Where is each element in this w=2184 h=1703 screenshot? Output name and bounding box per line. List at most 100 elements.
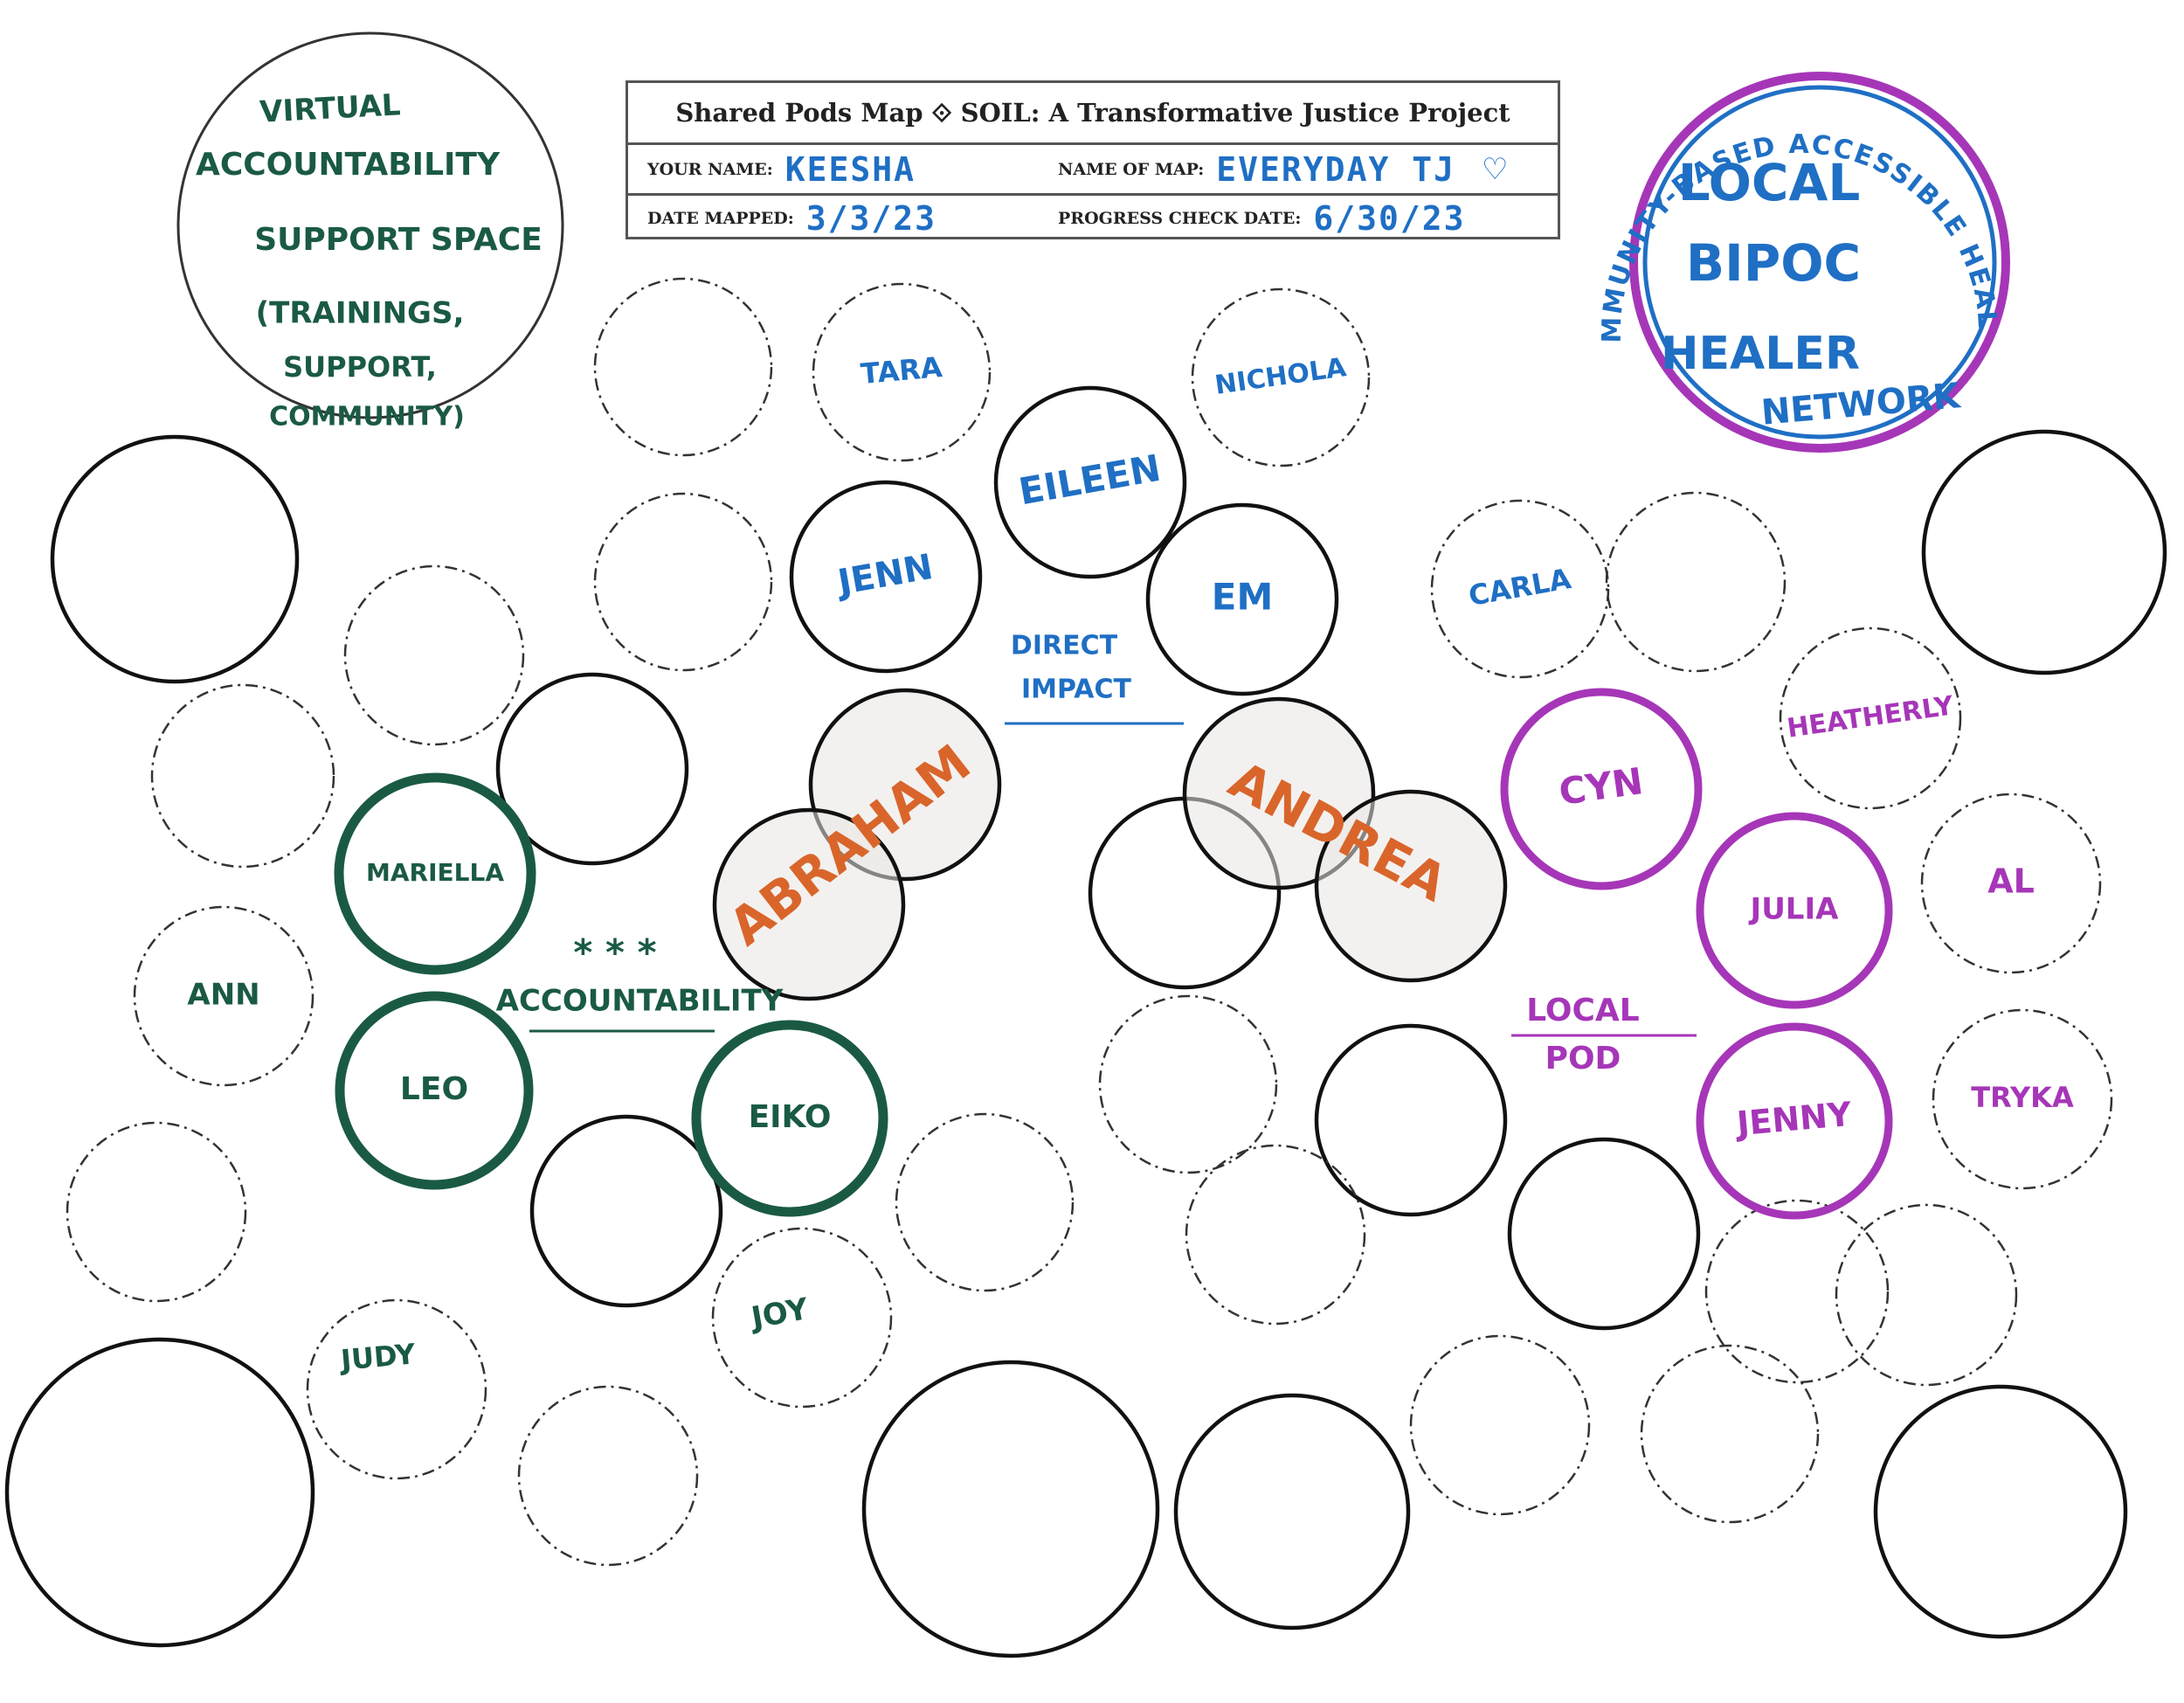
- person-name-eiko: EIKO: [749, 1099, 832, 1135]
- local-pod-label-line1: LOCAL: [1526, 993, 1639, 1028]
- person-name-tryka: TRYKA: [1971, 1081, 2074, 1114]
- virtual-accountability-line-5: SUPPORT,: [283, 350, 437, 384]
- impact-circle-abraham-2: [712, 807, 906, 1001]
- empty-solid-circle: [1873, 1384, 2128, 1639]
- person-circle-eileen: [993, 385, 1187, 579]
- circle-layer: [4, 31, 2167, 1658]
- direct-impact-label-line1: DIRECT: [1011, 631, 1118, 661]
- empty-dashed-circle: [150, 683, 335, 869]
- date-mapped-label: DATE MAPPED:: [647, 208, 794, 228]
- person-name-ann: ANN: [187, 978, 259, 1013]
- person-name-jenny: JENNY: [1733, 1095, 1854, 1144]
- empty-solid-circle: [4, 1337, 315, 1648]
- person-circle-jenn: [789, 480, 983, 674]
- person-circle-eiko: [691, 1020, 888, 1217]
- empty-dashed-circle: [1640, 1344, 1820, 1524]
- person-circle-carla: [1430, 499, 1610, 679]
- person-name-joy: JOY: [747, 1291, 811, 1336]
- person-circle-tara: [812, 282, 992, 462]
- person-circle-mariella: [334, 772, 536, 975]
- person-circle-judy: [306, 1298, 487, 1480]
- healer-network-line-3: HEALER: [1661, 328, 1860, 380]
- empty-dashed-circle: [343, 564, 525, 746]
- empty-solid-circle: [50, 434, 300, 684]
- empty-dashed-circle: [1835, 1203, 2018, 1387]
- empty-solid-circle: [1173, 1393, 1411, 1630]
- healer-network-circle: [1629, 72, 2010, 453]
- empty-solid-circle: [529, 1114, 723, 1308]
- person-name-leo: LEO: [400, 1071, 468, 1107]
- map-name-label: NAME OF MAP:: [1058, 159, 1205, 179]
- person-circle-al: [1920, 793, 2102, 974]
- progress-check-cell: PROGRESS CHECK DATE: 6/30/23: [1058, 194, 1466, 242]
- person-name-al: AL: [1987, 862, 2035, 901]
- person-circle-ann: [133, 905, 314, 1087]
- empty-dashed-circle: [593, 277, 773, 457]
- heart-icon: ♡: [1481, 153, 1509, 186]
- healer-network-line-1: LOCAL: [1678, 153, 1861, 212]
- person-circle-leo: [335, 991, 534, 1190]
- empty-dashed-circle: [517, 1385, 699, 1567]
- healer-network-inner-ring: [1642, 85, 1997, 440]
- person-name-jenn: JENN: [833, 547, 936, 604]
- map-name-value: EVERYDAY TJ: [1216, 149, 1455, 189]
- empty-dashed-circle: [66, 1121, 247, 1303]
- virtual-accountability-line-6: COMMUNITY): [269, 402, 465, 433]
- empty-dashed-circle: [593, 492, 773, 672]
- person-circle-nichola: [1191, 287, 1371, 467]
- person-circle-cyn: [1500, 688, 1703, 890]
- virtual-accountability-line-4: (TRAININGS,: [256, 296, 465, 331]
- person-name-julia: JULIA: [1749, 892, 1840, 927]
- empty-solid-circle: [1921, 429, 2167, 675]
- date-mapped-cell: DATE MAPPED: 3/3/23: [647, 194, 936, 242]
- healer-network-line-4: NETWORK: [1759, 376, 1963, 433]
- impact-circle-andrea-2: [1314, 789, 1508, 983]
- person-name-judy: JUDY: [338, 1337, 418, 1377]
- person-name-tara: TARA: [860, 350, 944, 391]
- person-name-heatherly: HEATHERLY: [1785, 690, 1956, 744]
- person-name-eileen: EILEEN: [1016, 447, 1165, 514]
- direct-impact-label-line2: IMPACT: [1021, 675, 1131, 705]
- progress-check-label: PROGRESS CHECK DATE:: [1058, 208, 1302, 228]
- label-layer: TARA NICHOLA EILEEN JENN EM CARLA HEATHERLY CYN…: [187, 87, 2074, 1377]
- accountability-stars: * * *: [573, 931, 656, 974]
- local-pod-label-line2: POD: [1545, 1041, 1621, 1076]
- person-circle-jenny: [1696, 1022, 1893, 1220]
- person-circle-heatherly: [1779, 627, 1962, 810]
- virtual-accountability-line-1: VIRTUAL: [259, 87, 401, 129]
- header-row-names: YOUR NAME: KEESHA NAME OF MAP: EVERYDAY …: [628, 145, 1558, 196]
- date-mapped-value: 3/3/23: [805, 198, 937, 238]
- virtual-accountability-line-3: SUPPORT SPACE: [254, 222, 543, 258]
- person-circle-tryka: [1932, 1008, 2113, 1190]
- your-name-value: KEESHA: [784, 149, 916, 189]
- empty-dashed-circle: [895, 1112, 1075, 1292]
- your-name-label: YOUR NAME:: [647, 159, 773, 179]
- empty-solid-circle: [861, 1360, 1160, 1658]
- empty-dashed-circle: [1409, 1334, 1591, 1516]
- virtual-accountability-circle: [176, 31, 564, 419]
- header-row-dates: DATE MAPPED: 3/3/23 PROGRESS CHECK DATE:…: [628, 194, 1558, 242]
- empty-dashed-circle: [1098, 994, 1278, 1174]
- empty-solid-circle: [1314, 1023, 1508, 1217]
- person-name-carla: CARLA: [1466, 562, 1573, 613]
- map-name-cell: NAME OF MAP: EVERYDAY TJ ♡: [1058, 145, 1508, 193]
- empty-dashed-circle: [1605, 491, 1787, 673]
- person-circle-joy: [711, 1227, 893, 1409]
- empty-solid-circle: [1507, 1137, 1701, 1331]
- map-header: Shared Pods Map ⟐ SOIL: A Transformative…: [625, 80, 1560, 239]
- person-circle-julia: [1696, 812, 1893, 1009]
- your-name-cell: YOUR NAME: KEESHA: [647, 145, 916, 193]
- person-name-nichola: NICHOLA: [1213, 352, 1349, 401]
- person-name-mariella: MARIELLA: [366, 858, 504, 887]
- map-title: Shared Pods Map ⟐ SOIL: A Transformative…: [628, 83, 1558, 145]
- person-circle-em: [1145, 502, 1339, 696]
- empty-solid-circle: [495, 672, 689, 866]
- person-name-cyn: CYN: [1556, 759, 1645, 813]
- person-name-em: EM: [1212, 576, 1274, 619]
- progress-check-value: 6/30/23: [1313, 198, 1466, 238]
- empty-dashed-circle: [1704, 1199, 1890, 1384]
- accountability-pod-label: ACCOUNTABILITY: [496, 984, 784, 1019]
- healer-network-line-2: BIPOC: [1686, 233, 1861, 293]
- empty-dashed-circle: [1185, 1144, 1366, 1326]
